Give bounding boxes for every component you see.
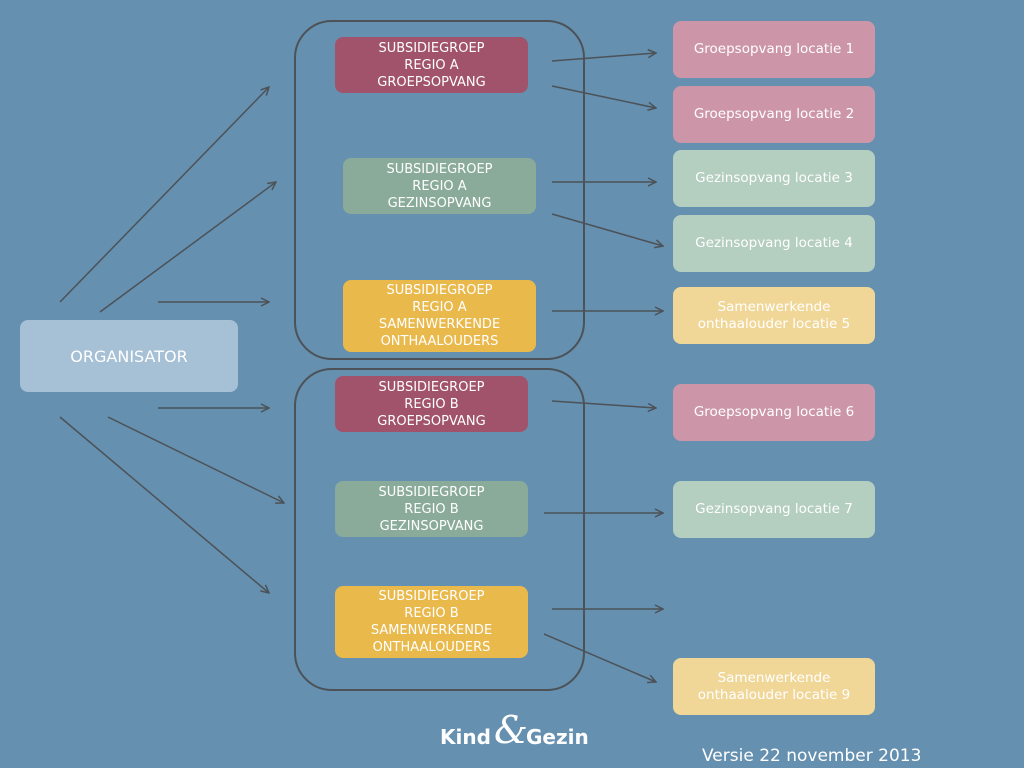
location-9: Samenwerkende onthaalouder locatie 9	[673, 658, 875, 715]
location-6: Groepsopvang locatie 6	[673, 384, 875, 441]
subsidiegroep-regio-b-groepsopvang: SUBSIDIEGROEP REGIO B GROEPSOPVANG	[335, 376, 528, 432]
subsidiegroep-regio-a-gezinsopvang: SUBSIDIEGROEP REGIO A GEZINSOPVANG	[343, 158, 536, 214]
logo-text-kind: Kind	[440, 725, 491, 749]
location-2: Groepsopvang locatie 2	[673, 86, 875, 143]
arrow-6	[59, 416, 269, 593]
organizer-box: ORGANISATOR	[20, 320, 238, 392]
arrow-2	[99, 182, 276, 313]
location-1: Groepsopvang locatie 1	[673, 21, 875, 78]
location-4: Gezinsopvang locatie 4	[673, 215, 875, 272]
arrow-8	[551, 85, 656, 108]
region-a-group	[294, 20, 585, 360]
kind-en-gezin-logo: Kind & Gezin	[440, 708, 590, 754]
arrow-7	[551, 53, 656, 62]
arrow-5	[107, 416, 284, 503]
arrow-15	[543, 633, 656, 682]
location-7: Gezinsopvang locatie 7	[673, 481, 875, 538]
logo-text-gezin: Gezin	[526, 725, 589, 749]
location-5: Samenwerkende onthaalouder locatie 5	[673, 287, 875, 344]
location-3: Gezinsopvang locatie 3	[673, 150, 875, 207]
arrow-1	[59, 87, 269, 303]
subsidiegroep-regio-a-samenwerkende-onthaalouders: SUBSIDIEGROEP REGIO A SAMENWERKENDE ONTH…	[343, 280, 536, 352]
subsidiegroep-regio-b-gezinsopvang: SUBSIDIEGROEP REGIO B GEZINSOPVANG	[335, 481, 528, 537]
subsidiegroep-regio-b-samenwerkende-onthaalouders: SUBSIDIEGROEP REGIO B SAMENWERKENDE ONTH…	[335, 586, 528, 658]
version-label: Versie 22 november 2013	[702, 746, 922, 766]
region-b-group	[294, 368, 585, 691]
arrow-10	[551, 213, 663, 246]
logo-ampersand: &	[494, 708, 528, 752]
subsidiegroep-regio-a-groepsopvang: SUBSIDIEGROEP REGIO A GROEPSOPVANG	[335, 37, 528, 93]
